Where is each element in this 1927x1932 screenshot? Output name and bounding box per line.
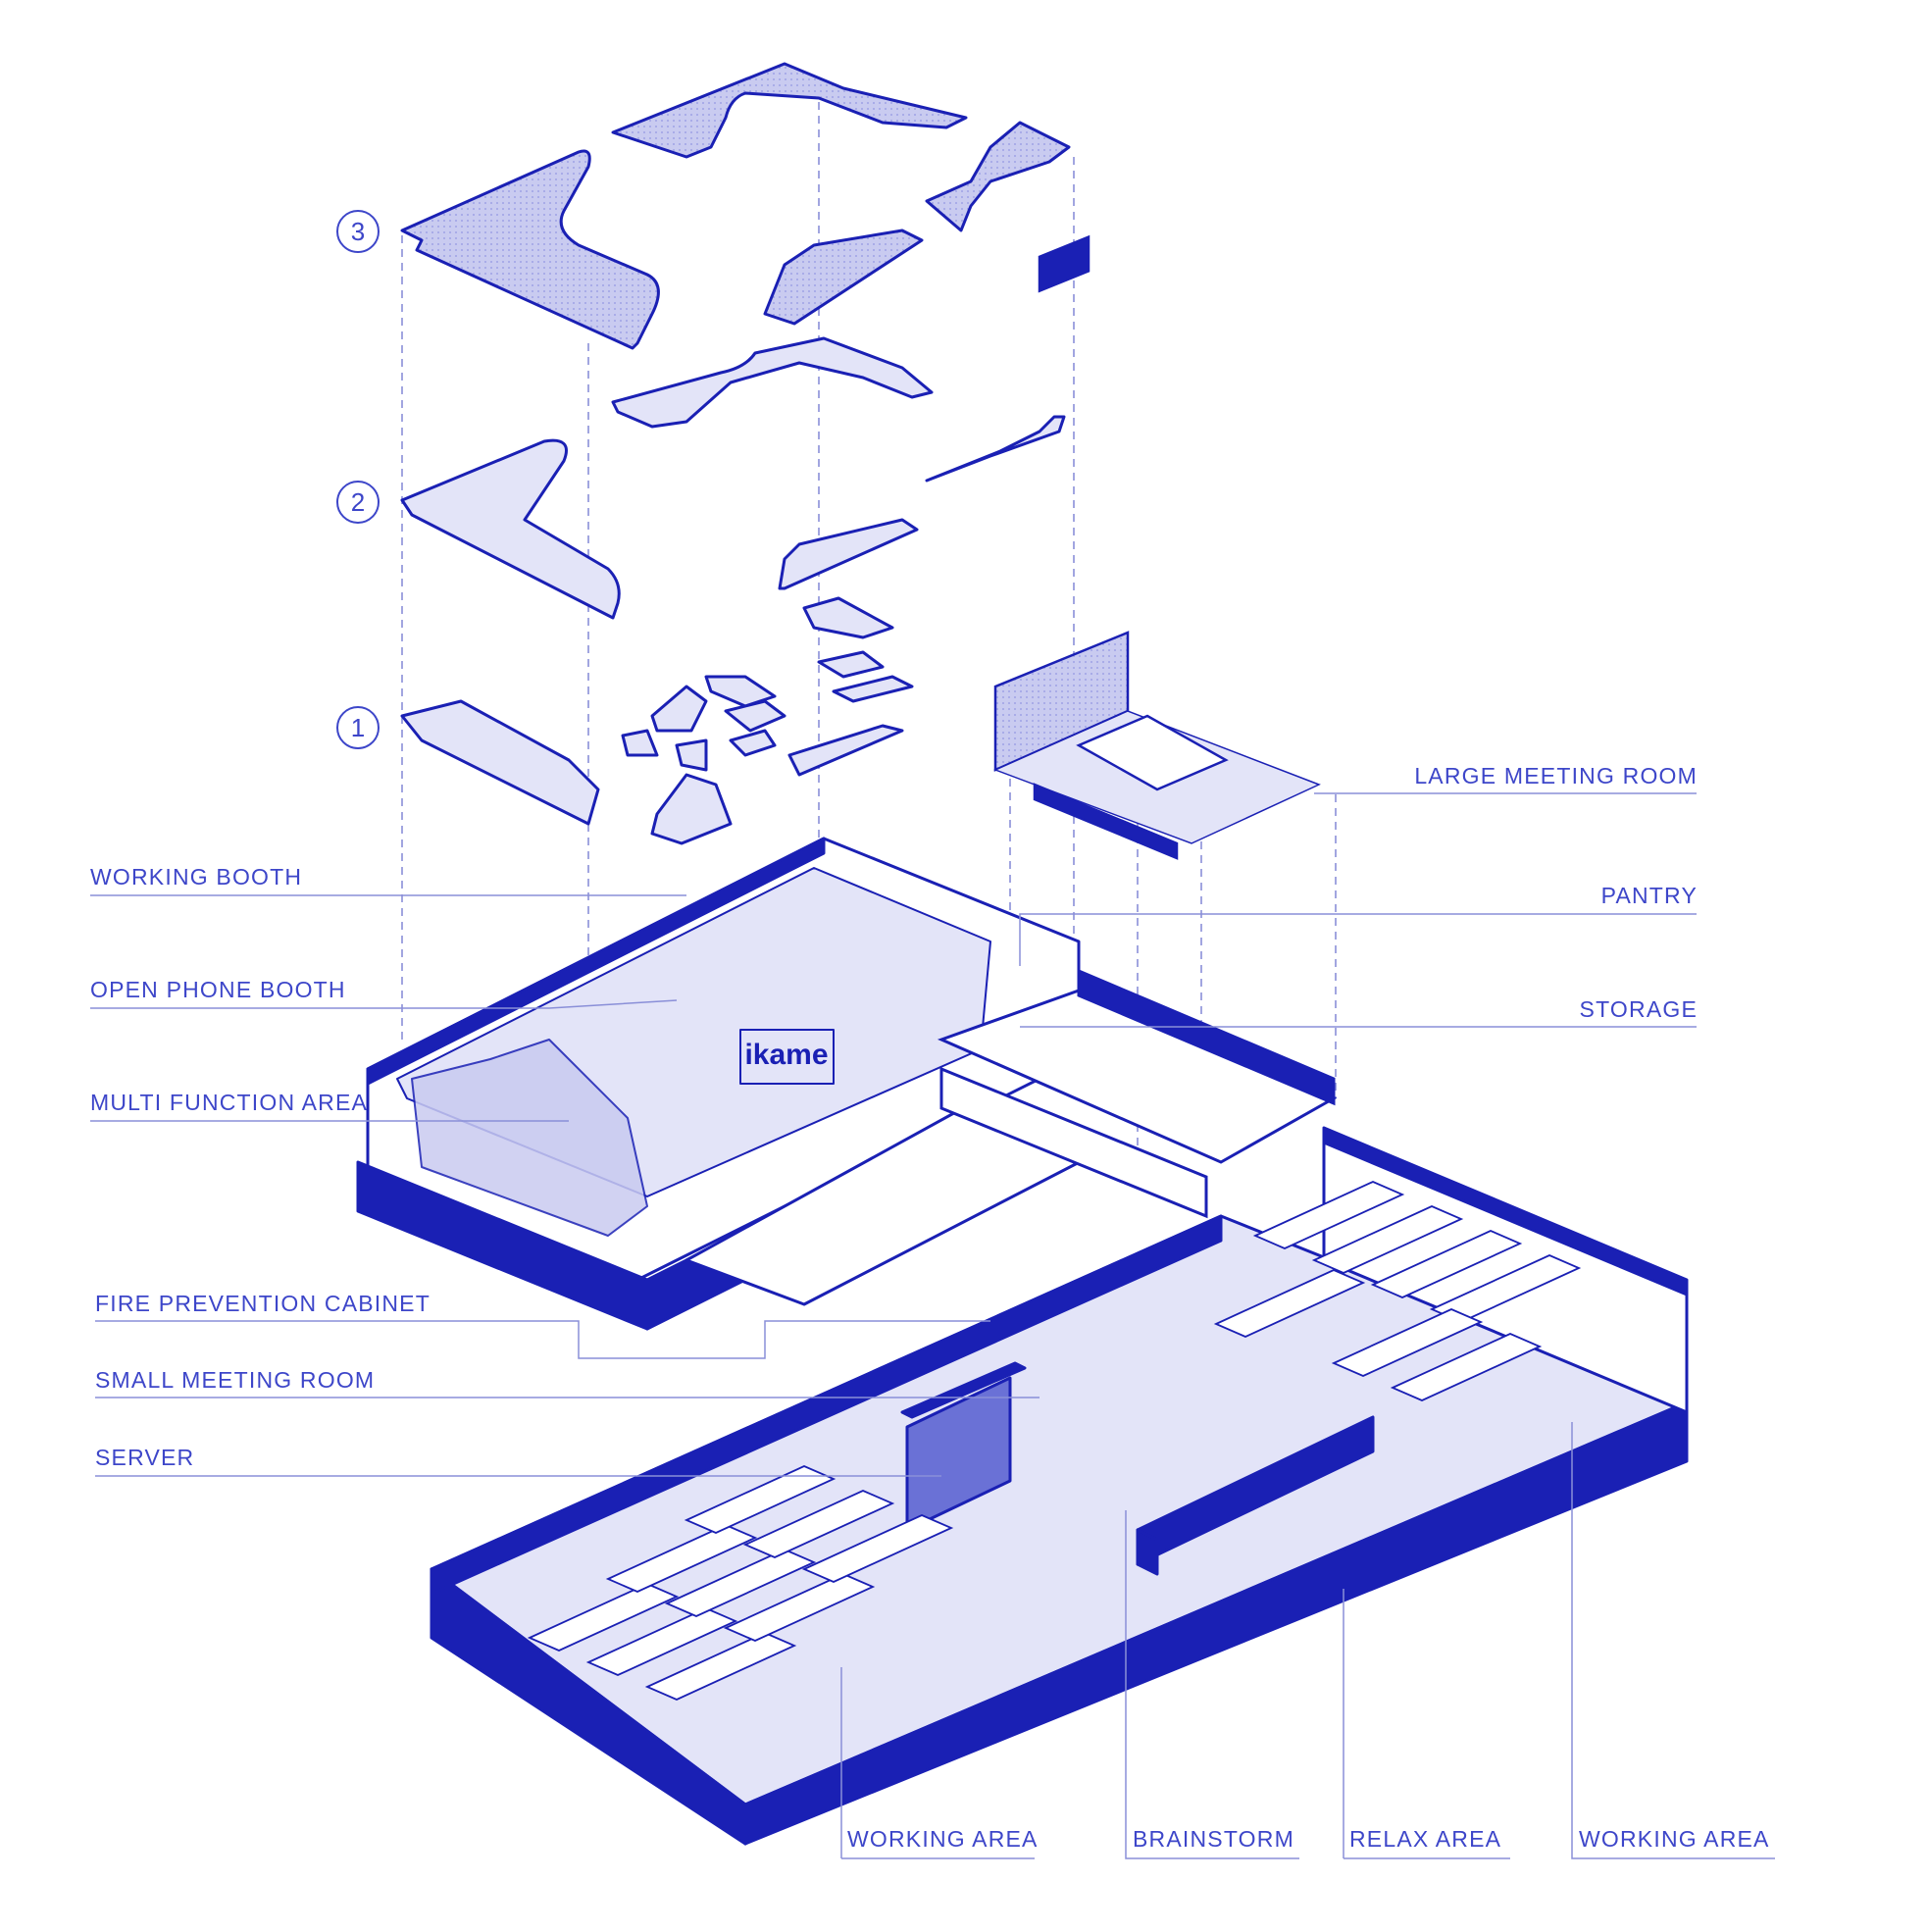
leader-lines [90, 792, 1775, 1859]
desk-clusters [527, 1181, 1582, 1701]
tv-screen [1038, 234, 1090, 293]
logo-text: ikame [744, 1039, 828, 1071]
ceiling-layer-1 [400, 596, 914, 845]
label-working-area-right: WORKING AREA [1579, 1826, 1770, 1852]
label-fire-prevention-cabinet: FIRE PREVENTION CABINET [95, 1291, 431, 1316]
central-section [937, 968, 1338, 1219]
label-large-meeting-room: LARGE MEETING ROOM [1414, 763, 1698, 788]
label-working-booth: WORKING BOOTH [90, 864, 303, 890]
label-relax-area: RELAX AREA [1349, 1826, 1502, 1852]
layer-number-1: 1 [336, 706, 380, 749]
label-storage: STORAGE [1579, 996, 1698, 1022]
label-multi-function-area: MULTI FUNCTION AREA [90, 1090, 369, 1115]
ceiling-layer-3 [400, 62, 1071, 350]
layer-number-2: 2 [336, 481, 380, 524]
label-pantry: PANTRY [1600, 883, 1698, 908]
ceiling-layer-2 [400, 336, 1066, 620]
label-open-phone-booth: OPEN PHONE BOOTH [90, 977, 346, 1002]
large-meeting-room-module [993, 234, 1321, 860]
upper-wing: ikame [356, 837, 1100, 1331]
layer-number-3: 3 [336, 210, 380, 253]
label-working-area-left: WORKING AREA [847, 1826, 1039, 1852]
label-small-meeting-room: SMALL MEETING ROOM [95, 1367, 376, 1393]
logo-sign [739, 1029, 835, 1085]
label-server: SERVER [95, 1445, 195, 1470]
label-brainstorm: BRAINSTORM [1133, 1826, 1294, 1852]
